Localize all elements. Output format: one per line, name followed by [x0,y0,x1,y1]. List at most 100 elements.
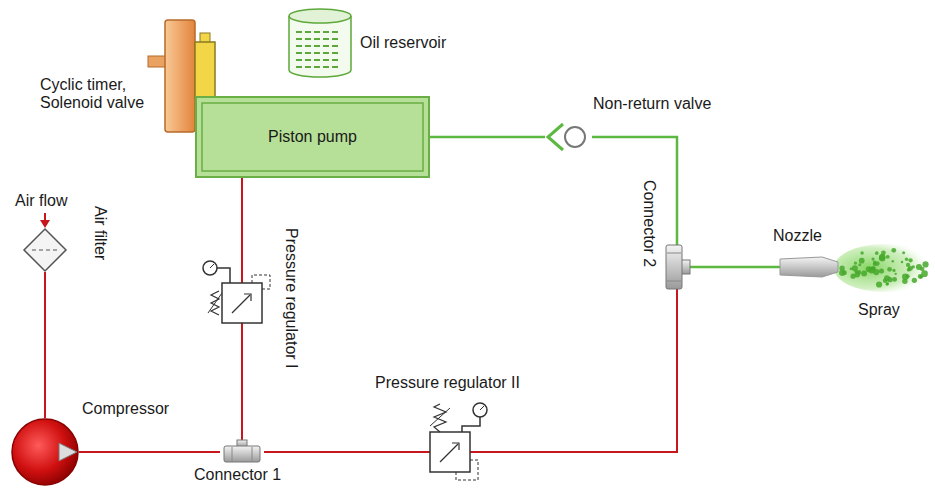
pressure-regulator-part [430,408,450,426]
spray-droplet-part [879,254,885,260]
pipe-line [470,289,677,452]
oil-reservoir-symbol [288,8,352,78]
spray-droplet-part [922,261,928,267]
oil-reservoir-part [332,45,338,47]
pressure-regulator-part [434,404,446,432]
pressure-regulator-part [217,268,230,283]
pressure-regulator-part [462,417,480,432]
spray-droplet-part [908,258,912,262]
piston-pump-part [196,97,429,177]
spray-droplet-part [919,275,922,278]
oil-reservoir-part [305,31,311,33]
pressure-regulator-part [222,283,262,323]
spray-droplet-part [891,260,894,263]
node-label: Compressor [82,400,169,418]
compressor-symbol [11,418,79,486]
compressor-part [59,443,77,461]
nozzle-part [780,257,838,277]
node-label: Non-return valve [593,95,711,113]
spray-droplet-part [905,274,909,278]
spray-cloud [834,244,934,292]
spray-droplet-part [871,258,874,261]
connector: Connector 2 [664,245,690,289]
oil-reservoir-part [314,52,320,54]
oil-reservoir-part [314,66,320,68]
oil-reservoir-part [332,31,338,33]
pipe-line [79,451,220,453]
spray-droplet-part [839,270,845,276]
oil-reservoir-part [296,59,302,61]
oil-reservoir-part [314,31,320,33]
spray-droplet-part [876,281,882,287]
piston-pump-part [202,103,423,171]
spray-droplet-part [908,266,913,271]
spray-droplet-part [902,278,907,283]
oil-reservoir-part [305,59,311,61]
air-filter-part [24,229,66,271]
spray-droplet-part [854,272,859,277]
compressor-part [12,419,78,485]
pressure-regulator: Pressure regulator I [222,283,262,323]
oil-reservoir-part [332,38,338,40]
spray-droplet-part [866,266,872,272]
pressure-regulator-part [203,261,217,275]
pressure-regulator-part [232,295,250,313]
oil-reservoir-part [296,45,302,47]
oil-reservoir-part [314,38,320,40]
spray-droplet-part [860,251,863,254]
pressure-regulator-part [440,444,458,462]
pressure-regulator-part [480,406,484,410]
nozzle-symbol [780,255,838,279]
node-label: Piston pump [268,128,357,146]
node-label: Nozzle [773,227,822,245]
pressure-regulator-part [244,294,251,301]
timer-solenoid-part [148,56,166,67]
oil-reservoir-part [323,52,329,54]
air-flow-line [44,213,46,221]
oil-reservoir-part [296,31,302,33]
pipe-line [264,451,430,453]
connector: Connector 1 [220,440,264,464]
timer-solenoid-part [195,42,215,98]
spray-droplet-part [894,273,896,275]
spray-droplet-part [859,258,865,264]
pressure-regulator: Pressure regulator II [430,432,470,472]
oil-reservoir-part [332,66,338,68]
pressure-regulator-part [430,432,470,472]
non-return-valve-symbol [545,121,592,153]
node-label: Oil reservoir [360,34,446,52]
spray-droplet-part [854,261,857,264]
oil-reservoir-part [323,59,329,61]
oil-reservoir-part [323,66,329,68]
oil-reservoir-part [314,45,320,47]
air-filter: Air filter [23,228,67,272]
oil-reservoir-part [296,52,302,54]
connector-part [252,447,253,461]
oil-reservoir-part [314,59,320,61]
spray-droplet-part [905,258,908,261]
pressure-regulator-symbol [222,283,262,323]
pressure-regulator-part [208,293,222,313]
node-label: Connector 1 [194,466,281,484]
oil-reservoir-part [305,38,311,40]
connector-part [667,281,681,282]
spray-droplet-part [861,270,867,276]
node-label: Pressure regulator I [282,228,300,369]
spray-droplet-part [891,248,896,253]
connector-part [232,447,233,461]
pipe-line [592,137,677,245]
connector-part [666,245,682,289]
node-label: Cyclic timer, Solenoid valve [40,76,155,113]
compressor: Compressor [11,418,79,486]
oil-reservoir-part [332,52,338,54]
spray-droplet-part [873,262,877,266]
oil-reservoir-part [289,9,351,23]
air-filter-part [32,250,58,251]
pipe-line [690,266,780,269]
spray-label: Spray [858,301,900,319]
air-flow-arrowhead [40,220,50,228]
oil-reservoir-part [323,38,329,40]
spray-droplet-part [886,255,890,259]
